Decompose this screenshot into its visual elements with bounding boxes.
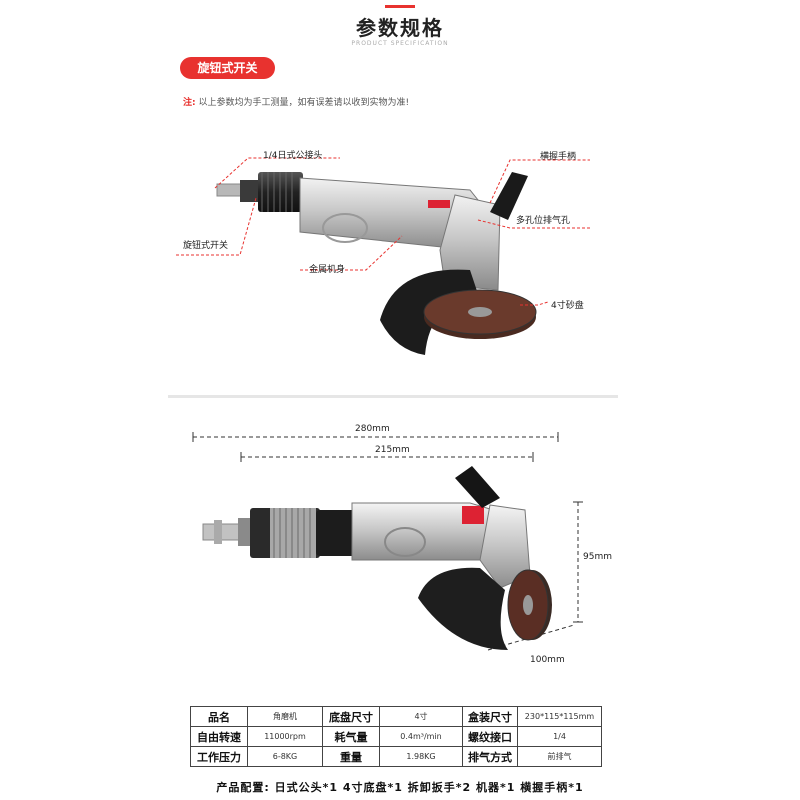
product-diagram-bottom	[192, 432, 583, 651]
spec-key: 底盘尺寸	[322, 706, 380, 727]
spec-value: 230*115*115mm	[517, 706, 602, 727]
dimension-height: 95mm	[583, 552, 612, 562]
dimension-depth: 100mm	[530, 655, 565, 665]
section-divider	[168, 395, 618, 398]
spec-value: 角磨机	[247, 706, 323, 727]
title-accent-bar	[385, 5, 415, 8]
spec-key: 螺纹接口	[462, 726, 518, 747]
section-badge: 旋钮式开关	[180, 57, 275, 79]
spec-key: 排气方式	[462, 746, 518, 767]
spec-key: 自由转速	[190, 726, 248, 747]
note-prefix: 注:	[183, 98, 196, 108]
callout-metal-body: 金属机身	[309, 265, 346, 275]
spec-table: 品名 角磨机 底盘尺寸 4寸 盒装尺寸 230*115*115mm 自由转速 1…	[190, 706, 602, 767]
note-text: 以上参数均为手工测量，如有误差请以收到实物为准!	[198, 98, 410, 108]
spec-value: 前排气	[517, 746, 602, 767]
spec-value: 4寸	[379, 706, 463, 727]
spec-value: 6-8KG	[247, 746, 323, 767]
dimension-overall-length: 280mm	[355, 424, 390, 434]
table-row: 品名 角磨机 底盘尺寸 4寸 盒装尺寸 230*115*115mm	[190, 706, 602, 727]
dimension-body-length: 215mm	[375, 445, 410, 455]
product-diagram-top	[176, 157, 590, 355]
spec-value: 11000rpm	[247, 726, 323, 747]
measurement-note: 注: 以上参数均为手工测量，如有误差请以收到实物为准!	[183, 95, 409, 108]
product-configuration: 产品配置: 日式公头*1 4寸底盘*1 拆卸扳手*2 机器*1 横握手柄*1	[216, 781, 584, 794]
table-row: 工作压力 6-8KG 重量 1.98KG 排气方式 前排气	[190, 746, 602, 767]
callout-coupler: 1/4日式公接头	[263, 151, 323, 161]
table-row: 自由转速 11000rpm 耗气量 0.4m³/min 螺纹接口 1/4	[190, 726, 602, 747]
spec-value: 1/4	[517, 726, 602, 747]
spec-key: 重量	[322, 746, 380, 767]
spec-key: 品名	[190, 706, 248, 727]
page-subtitle: PRODUCT SPECIFICATION	[351, 40, 449, 47]
spec-key: 工作压力	[190, 746, 248, 767]
page-title: 参数规格	[356, 16, 444, 40]
spec-value: 0.4m³/min	[379, 726, 463, 747]
spec-key: 盒装尺寸	[462, 706, 518, 727]
angle-grinder-image-top	[216, 172, 537, 355]
spec-key: 耗气量	[322, 726, 380, 747]
callout-exhaust: 多孔位排气孔	[516, 216, 571, 226]
callout-disc: 4寸砂盘	[551, 301, 584, 311]
spec-value: 1.98KG	[379, 746, 463, 767]
angle-grinder-image-bottom	[202, 466, 552, 650]
callout-switch: 旋钮式开关	[183, 241, 229, 251]
callout-handle: 横握手柄	[540, 152, 577, 162]
